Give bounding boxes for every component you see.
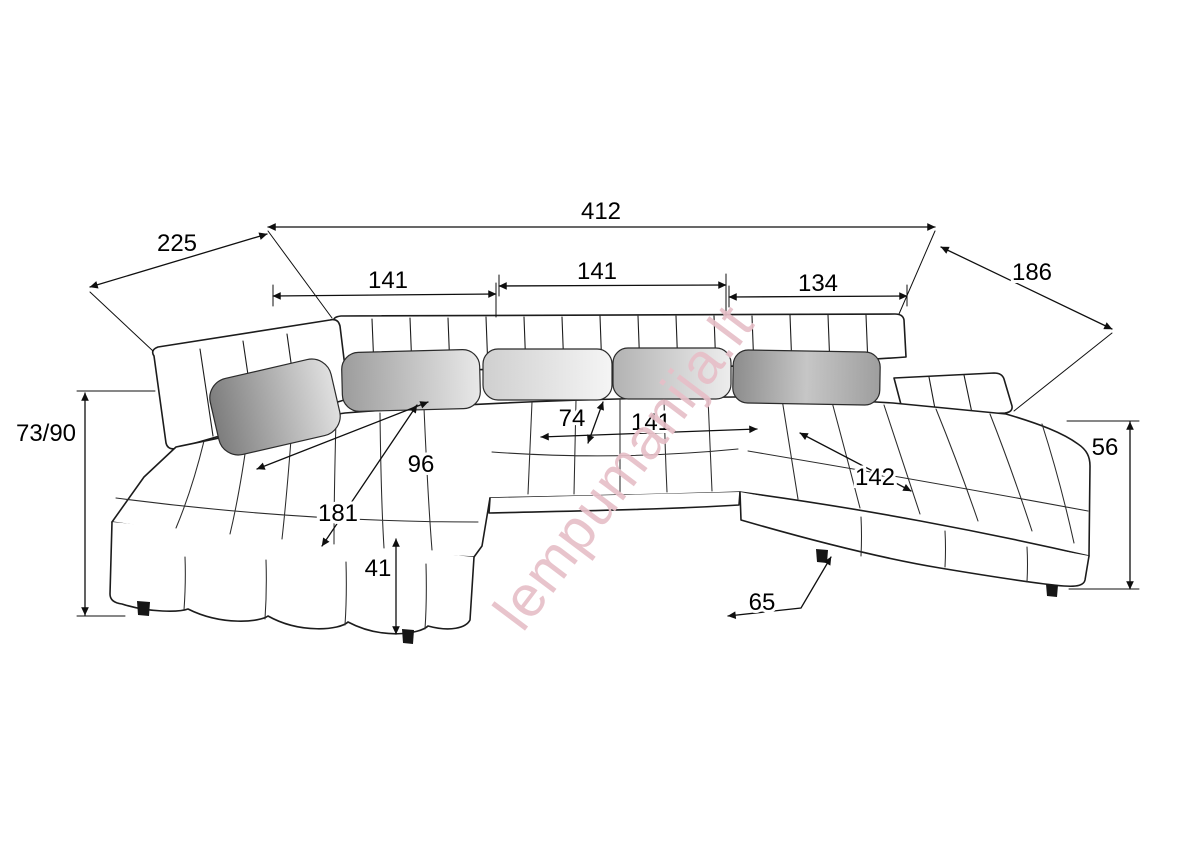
dim-leg-inset-label: 65 xyxy=(749,589,776,616)
dim-chaise-length-left-label: 181 xyxy=(318,500,358,527)
dim-chaise-length-right: 142 xyxy=(799,432,912,494)
sofa-leg xyxy=(1046,584,1058,597)
dim-bed-width-middle: 141 xyxy=(540,406,758,441)
pillow-4 xyxy=(612,347,732,400)
dim-segment-middle: 141 xyxy=(498,255,727,317)
sofa-front-face-left xyxy=(109,521,475,635)
sofa-front-face-middle xyxy=(488,491,741,514)
dim-leg-inset: 65 xyxy=(727,556,832,619)
dim-right-depth-label: 186 xyxy=(1012,259,1052,286)
sofa-backrest-seams xyxy=(371,314,869,372)
sofa-leg xyxy=(816,549,828,563)
dim-chaise-length-right-label: 142 xyxy=(855,464,895,491)
dim-right-height-label: 56 xyxy=(1092,434,1119,461)
dim-seat-depth-middle-label: 74 xyxy=(559,405,586,432)
dim-segment-left: 141 xyxy=(272,264,497,318)
dim-right-height: 56 xyxy=(1066,420,1140,590)
dim-total-width-label: 412 xyxy=(581,198,621,225)
dimension-annotations: 412 225 186 141 141 134 xyxy=(13,195,1140,635)
pillow-2 xyxy=(341,349,481,412)
dim-chaise-length-left: 181 xyxy=(315,404,418,547)
sofa-front-face-right xyxy=(739,491,1090,588)
dim-left-depth-label: 225 xyxy=(157,230,197,257)
dim-left-depth: 225 xyxy=(89,227,268,352)
dim-left-height: 73/90 xyxy=(13,390,156,617)
dim-seat-height-label: 41 xyxy=(365,555,392,582)
dim-segment-left-label: 141 xyxy=(368,267,408,294)
dim-bed-width-middle-label: 141 xyxy=(631,409,671,436)
dim-segment-right-label: 134 xyxy=(798,270,838,297)
dim-seat-width-left-label: 96 xyxy=(408,451,435,478)
dim-segment-middle-label: 141 xyxy=(577,258,617,285)
dim-left-height-label: 73/90 xyxy=(16,420,76,447)
pillow-3 xyxy=(482,348,613,401)
dim-seat-height: 41 xyxy=(362,538,400,635)
sofa-leg xyxy=(137,601,150,616)
dim-total-width: 412 xyxy=(267,195,936,319)
pillow-5 xyxy=(732,349,881,406)
sofa-leg xyxy=(402,629,414,644)
dim-segment-right: 134 xyxy=(728,267,908,308)
dim-right-depth: 186 xyxy=(940,246,1113,412)
